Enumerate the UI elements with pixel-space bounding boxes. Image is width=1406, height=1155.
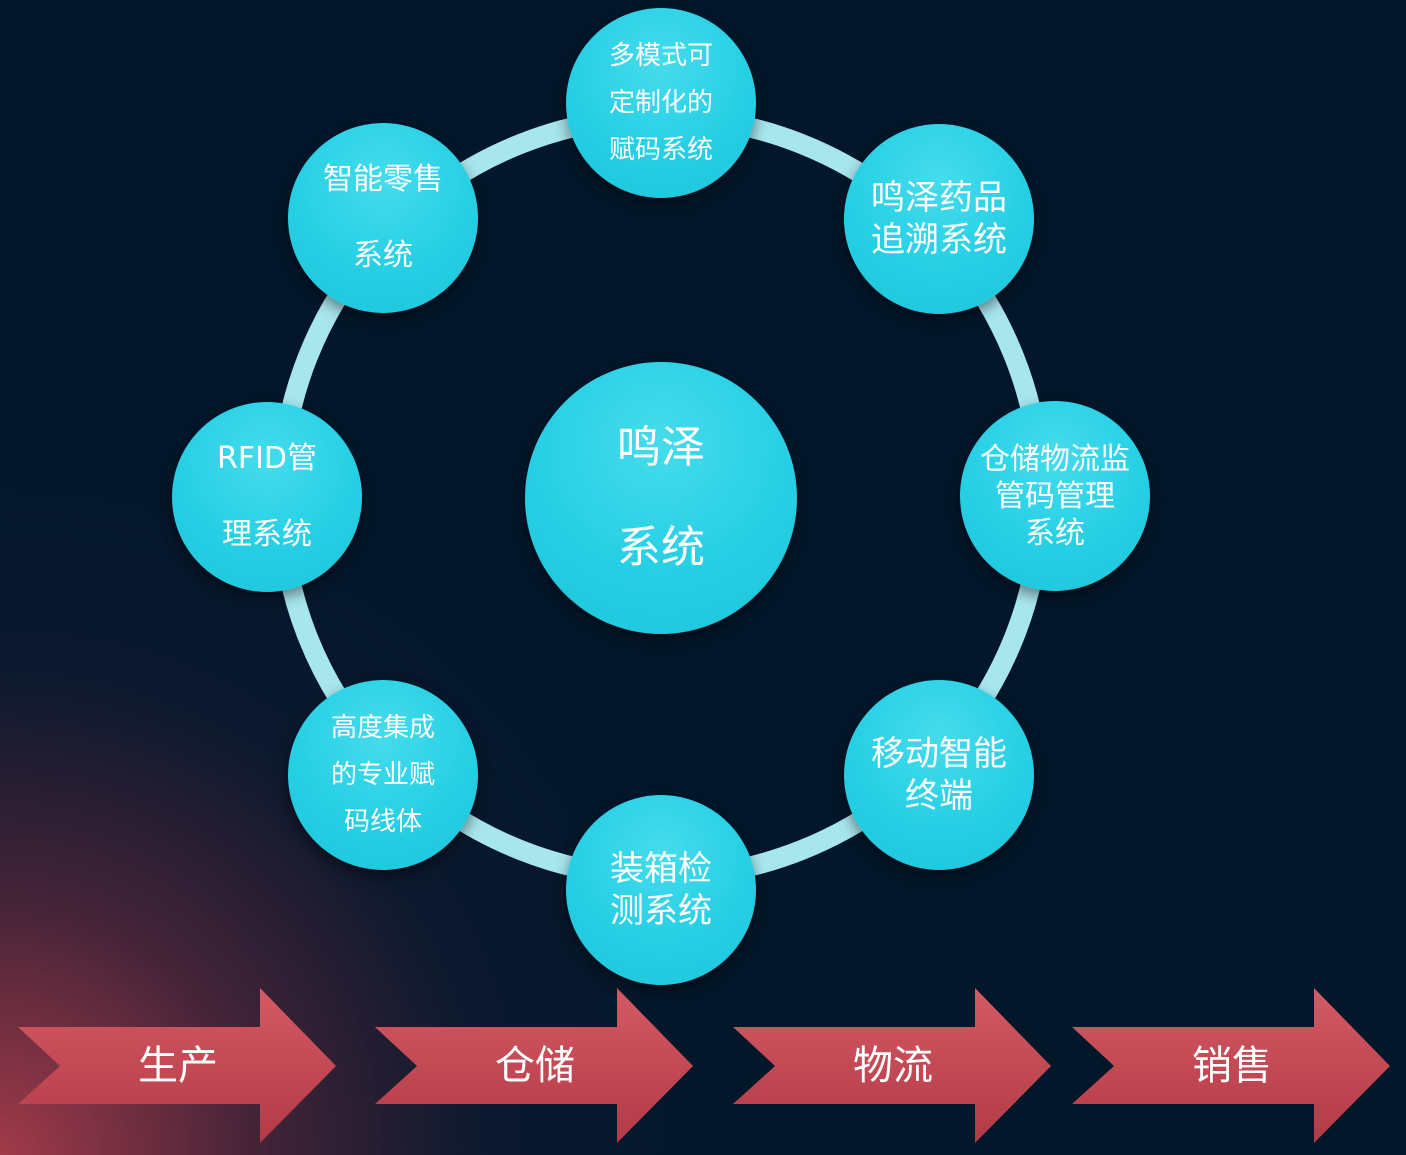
stage-label: 物流: [853, 1043, 933, 1089]
center-line-1: 鸣泽: [617, 422, 705, 473]
stage-label: 销售: [1192, 1043, 1272, 1089]
center-line-2: 系统: [617, 522, 705, 573]
node-line: 装箱检: [610, 849, 712, 889]
stage-arrow[interactable]: [733, 988, 1051, 1143]
stage-label: 生产: [138, 1043, 218, 1089]
node-line: 系统: [353, 238, 413, 273]
stage-arrow[interactable]: [18, 988, 336, 1143]
node-smart-retail[interactable]: 智能零售系统: [288, 123, 478, 313]
node-line: 系统: [1025, 515, 1085, 551]
node-line: 管码管理: [995, 478, 1115, 514]
stage-arrow[interactable]: [375, 988, 693, 1143]
center-system-node[interactable]: 鸣泽 系统: [525, 362, 797, 634]
node-rfid-management[interactable]: RFID管理系统: [172, 402, 362, 592]
node-line: 终端: [905, 776, 973, 816]
node-packing-inspection[interactable]: 装箱检测系统: [566, 795, 756, 985]
node-line: 移动智能: [871, 734, 1007, 774]
node-line: 测系统: [610, 891, 712, 931]
node-coding-line[interactable]: 高度集成的专业赋码线体: [288, 680, 478, 870]
node-line: 智能零售: [323, 162, 443, 197]
stage-label: 仓储: [495, 1043, 575, 1089]
node-line: 理系统: [222, 517, 312, 552]
node-line: 的专业赋: [330, 759, 435, 790]
node-line: 定制化的: [608, 87, 713, 118]
node-line: 多模式可: [608, 40, 713, 71]
stage-arrow[interactable]: [1072, 988, 1390, 1143]
node-line: RFID管: [216, 441, 318, 476]
node-line: 赋码系统: [608, 134, 713, 165]
node-line: 高度集成: [330, 712, 435, 743]
node-line: 码线体: [343, 806, 422, 837]
node-line: 追溯系统: [871, 220, 1007, 260]
node-drug-traceability[interactable]: 鸣泽药品追溯系统: [844, 124, 1034, 314]
node-warehouse-logistics[interactable]: 仓储物流监管码管理系统: [960, 401, 1150, 591]
node-line: 仓储物流监: [980, 441, 1130, 477]
stage-arrows: [18, 988, 1390, 1143]
node-multi-mode-coding[interactable]: 多模式可定制化的赋码系统: [566, 8, 756, 198]
node-mobile-terminal[interactable]: 移动智能终端: [844, 680, 1034, 870]
node-line: 鸣泽药品: [871, 178, 1007, 218]
